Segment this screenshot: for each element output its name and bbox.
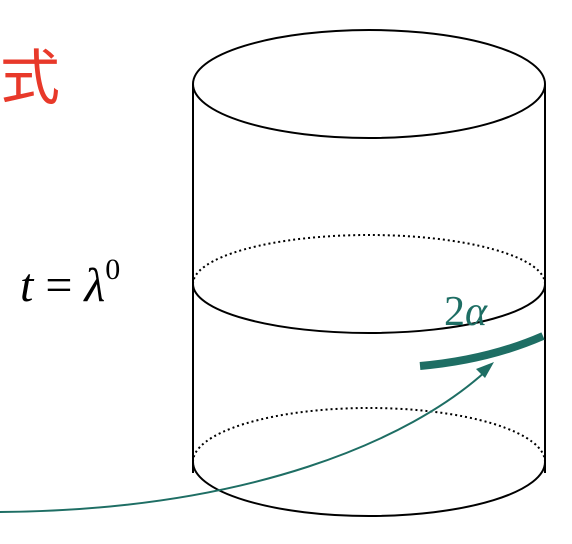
middle-slice-front [192, 283, 546, 334]
middle-slice-back-dotted [192, 234, 546, 285]
bottom-slice-back-dotted [192, 407, 546, 463]
arc-label-coefficient: 2 [444, 289, 465, 335]
pointer-arrow-curve [0, 370, 487, 513]
cylinder-top-ellipse [192, 29, 546, 139]
pointer-arrow-head [476, 362, 494, 378]
equation-rhs-symbol: λ [84, 259, 106, 312]
arc-label: 2α [444, 287, 487, 337]
equation-lhs: t [20, 259, 34, 312]
bottom-slice-front [192, 461, 546, 517]
heading-fragment: 式 [0, 44, 60, 114]
arc-label-symbol: α [465, 289, 488, 335]
arc-segment-2alpha [419, 332, 545, 370]
equation-label: t = λ0 [20, 240, 120, 316]
equation-superscript: 0 [105, 253, 121, 286]
equation-operator: = [45, 259, 73, 312]
